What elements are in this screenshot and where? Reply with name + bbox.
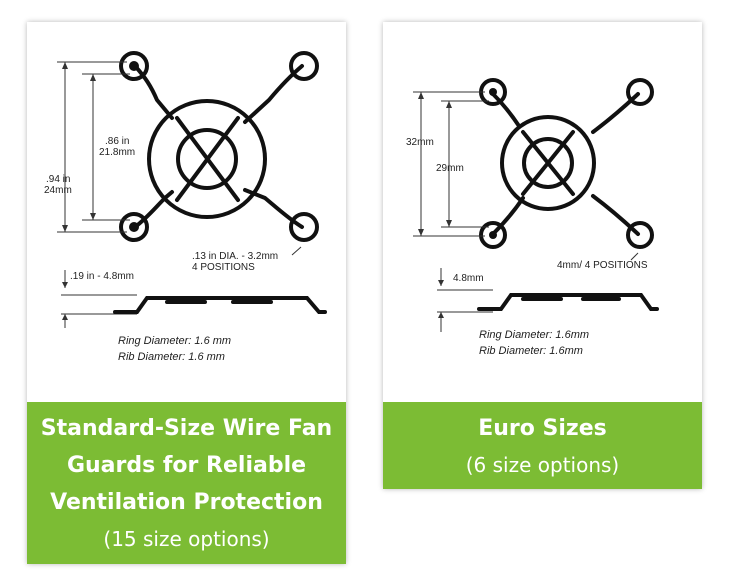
depth-label: 4.8mm [453, 273, 484, 284]
ring-diameter-label: Ring Diameter: 1.6 mm [118, 335, 231, 347]
hole-label: 4mm/ 4 POSITIONS [557, 260, 648, 271]
strut-top-left [133, 64, 174, 120]
dim-inner-label: .86 in [105, 136, 129, 147]
card-subtitle: (6 size options) [465, 453, 620, 477]
card-subtitle: (15 size options) [103, 527, 270, 551]
strut-bottom-right [243, 188, 304, 229]
hole-label-2: 4 POSITIONS [192, 262, 255, 273]
dim-inner-mm-label: 21.8mm [99, 147, 135, 158]
depth-label: .19 in - 4.8mm [70, 271, 134, 282]
dim-outer-label: .94 in [46, 174, 70, 185]
outer-ring [147, 99, 267, 219]
rib-diameter-label: Rib Diameter: 1.6 mm [118, 351, 225, 363]
card-banner[interactable]: Euro Sizes (6 size options) [383, 402, 702, 489]
fan-guard-diagram: .86 in 21.8mm .94 in 24mm .13 in DIA. - … [44, 51, 327, 363]
card-title[interactable]: Euro Sizes [478, 416, 607, 441]
card-banner[interactable]: Standard-Size Wire Fan Guards for Reliab… [27, 402, 346, 564]
strut-bottom-left [133, 190, 174, 229]
product-card-standard[interactable]: .86 in 21.8mm .94 in 24mm .13 in DIA. - … [27, 22, 346, 564]
product-card-euro[interactable]: 32mm 29mm 4mm/ 4 POSITIONS 4.8mm Ring Di… [383, 22, 702, 489]
inner-ring [176, 128, 238, 190]
fan-guard-diagram: 32mm 29mm 4mm/ 4 POSITIONS 4.8mm Ring Di… [406, 78, 659, 357]
dim-inner-label: 29mm [436, 163, 464, 174]
card-title[interactable]: Standard-Size Wire Fan Guards for Reliab… [40, 416, 333, 515]
hole-label-1: .13 in DIA. - 3.2mm [192, 251, 278, 262]
strut-top-right [243, 64, 304, 124]
dim-outer-mm-label: 24mm [44, 185, 72, 196]
dim-outer-label: 32mm [406, 137, 434, 148]
rib-diameter-label: Rib Diameter: 1.6mm [479, 345, 583, 357]
ring-diameter-label: Ring Diameter: 1.6mm [479, 329, 589, 341]
